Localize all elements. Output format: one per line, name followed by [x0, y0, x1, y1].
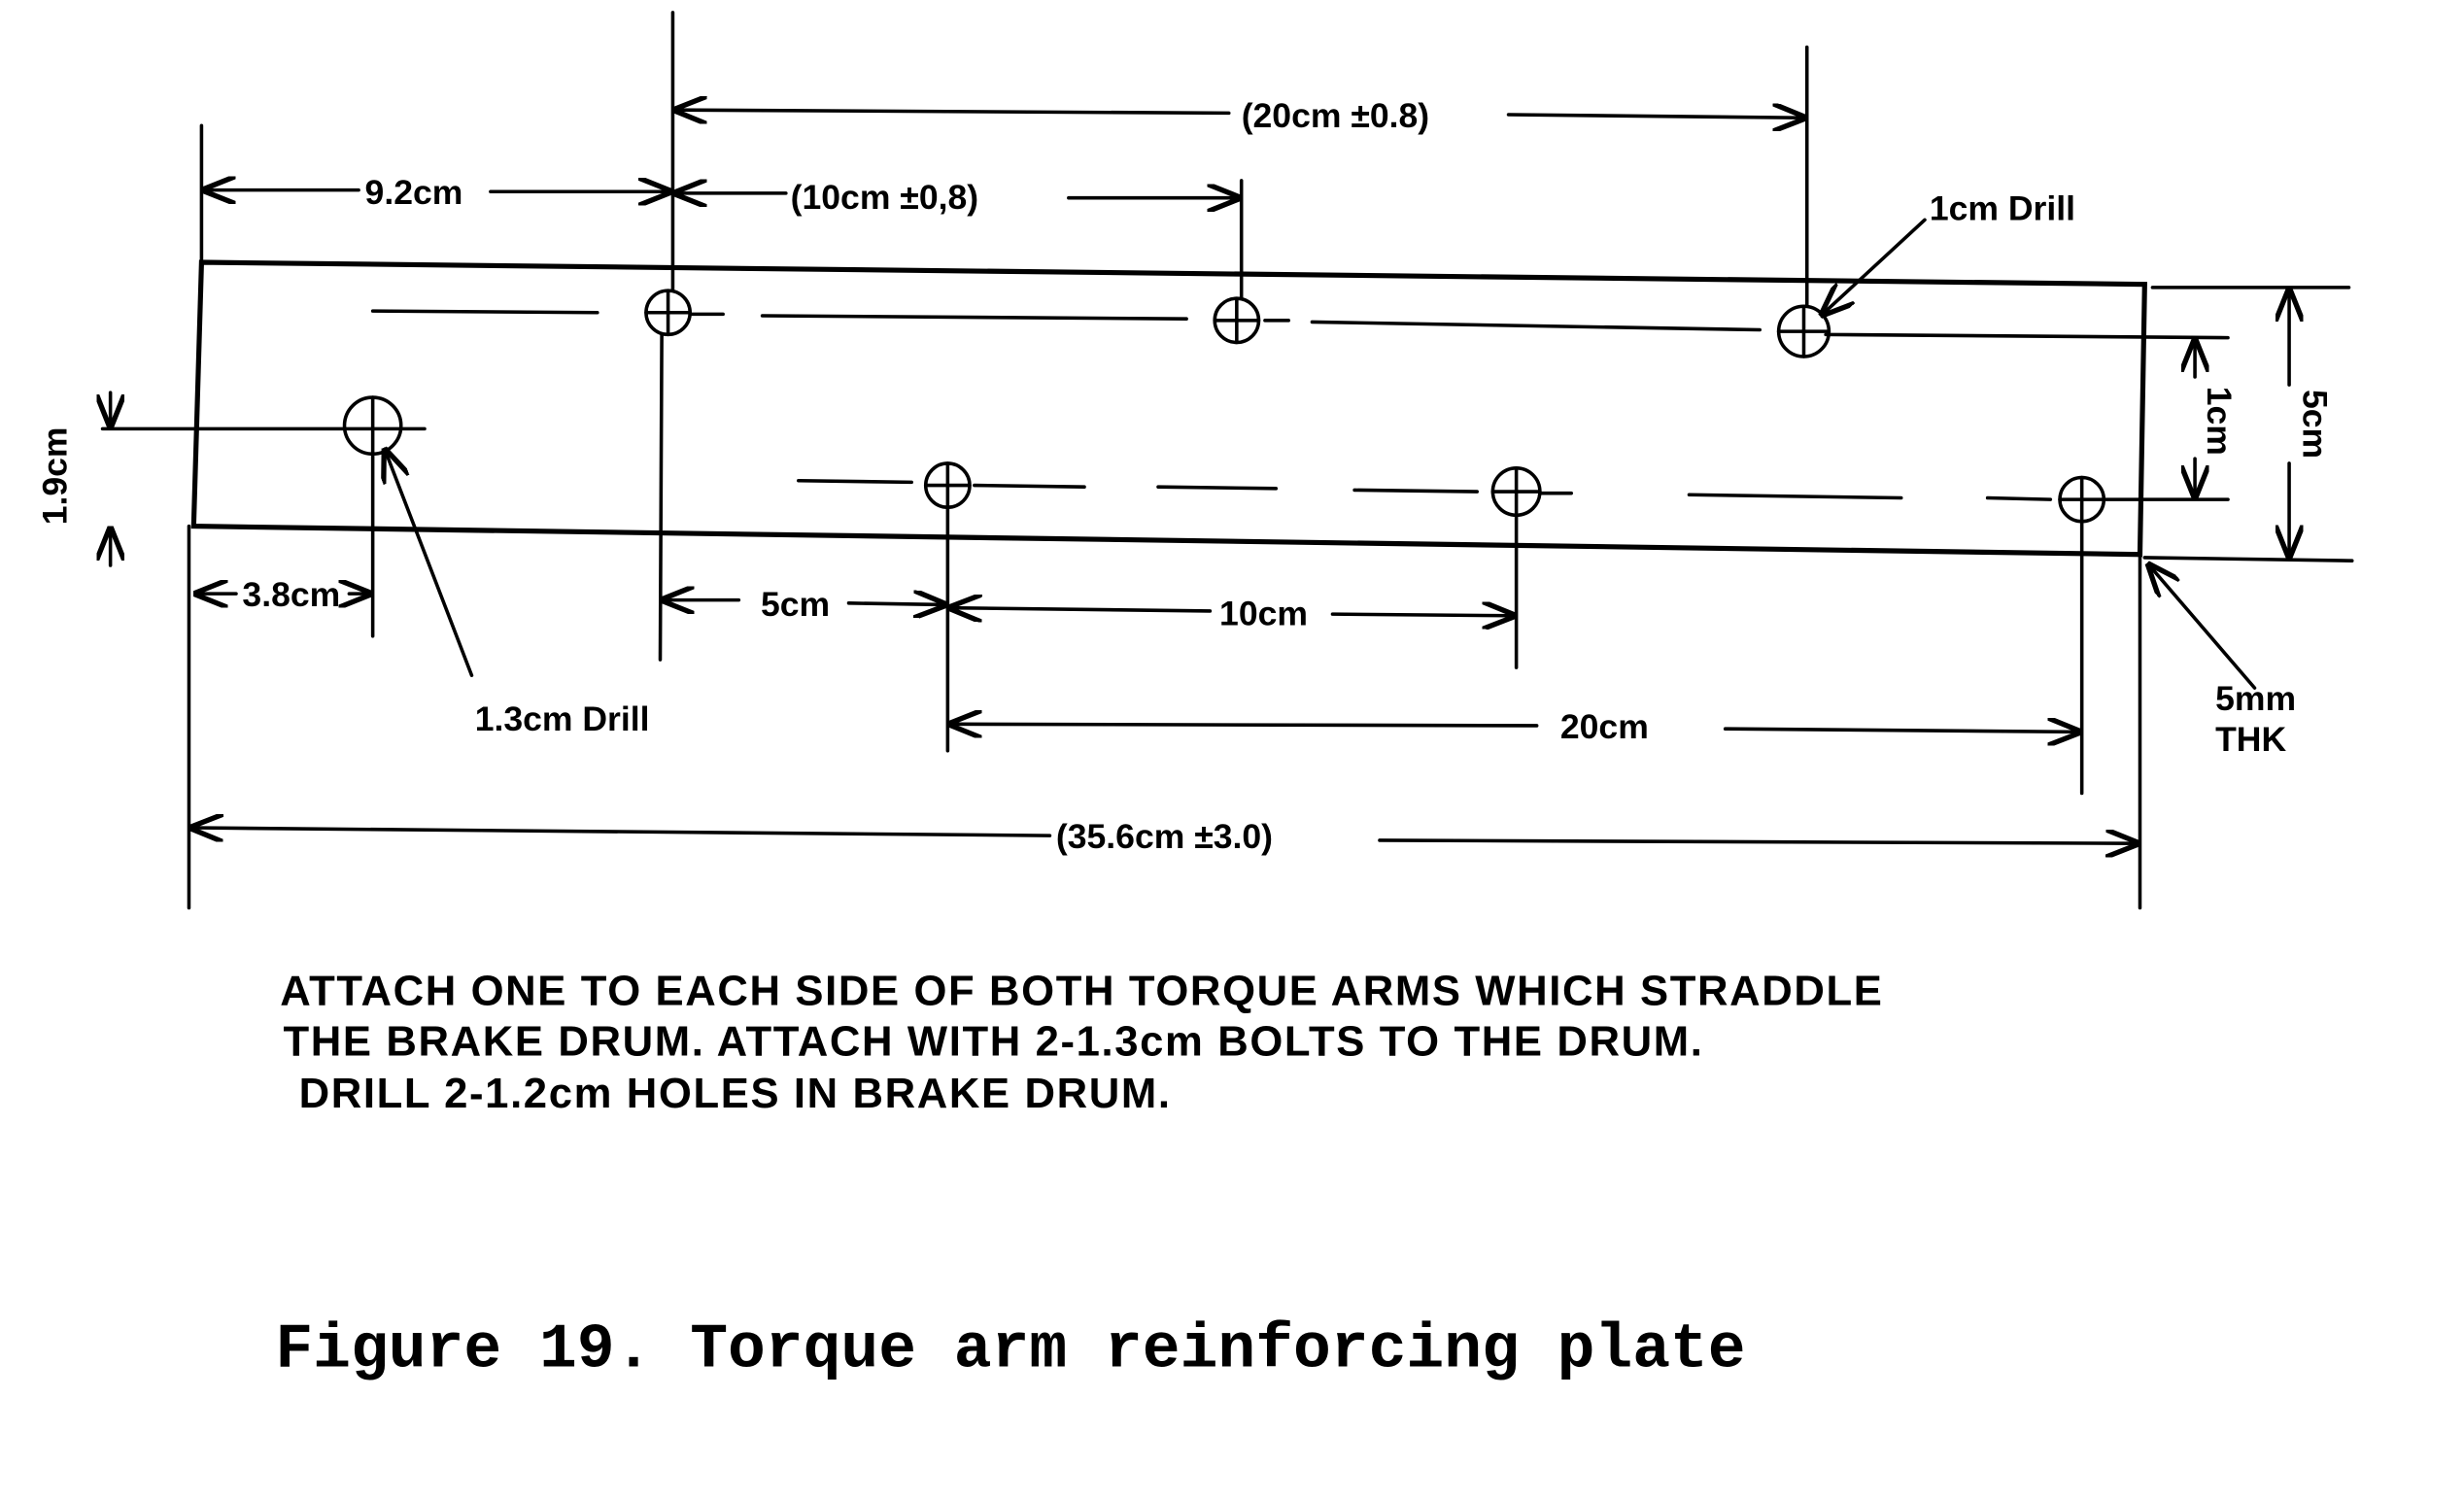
hole [923, 461, 972, 509]
dim-left-hole-offset: 3.8cm [242, 575, 340, 614]
dim-top-span: (20cm ±0.8) [1242, 96, 1429, 135]
label-thickness-thk: THK [2215, 720, 2286, 759]
dim-hole-spacing-top: (10cm ±0,8) [791, 178, 978, 217]
dim-lower-spacing: 10cm [1219, 594, 1308, 632]
extension-lines [187, 11, 2354, 910]
note-line-2: THE BRAKE DRUM. ATTACH WITH 2-1.3cm BOLT… [283, 1017, 1703, 1065]
dim-left-offset: 9.2cm [365, 173, 463, 212]
note-line-3: DRILL 2-1.2cm HOLES IN BRAKE DRUM. [299, 1070, 1172, 1117]
dim-plate-width: 5cm [2296, 390, 2335, 459]
hole [1213, 296, 1261, 345]
dimension-lines [111, 110, 2289, 843]
plate [190, 259, 2147, 558]
hole [2058, 475, 2106, 524]
figure-caption: Figure 19. Torque arm reinforcing plate [275, 1315, 1745, 1386]
centerlines [100, 309, 2053, 501]
dim-row-spacing: 1cm [2200, 387, 2239, 456]
dim-overall-length: (35.6cm ±3.0) [1056, 817, 1273, 856]
holes [342, 289, 2106, 524]
hole [1490, 466, 1542, 518]
hole [1776, 304, 1831, 358]
hole [342, 395, 403, 457]
dim-left-hole-height: 1.9cm [35, 426, 74, 525]
hole [644, 289, 692, 337]
dim-lower-span: 20cm [1560, 707, 1649, 746]
label-large-drill: 1.3cm Drill [475, 699, 650, 738]
label-thickness-5mm: 5mm [2215, 679, 2296, 718]
dim-lower-offset: 5cm [761, 585, 830, 624]
label-small-drill: 1cm Drill [1930, 188, 2075, 227]
note-line-1: ATTACH ONE TO EACH SIDE OF BOTH TORQUE A… [280, 968, 1883, 1015]
